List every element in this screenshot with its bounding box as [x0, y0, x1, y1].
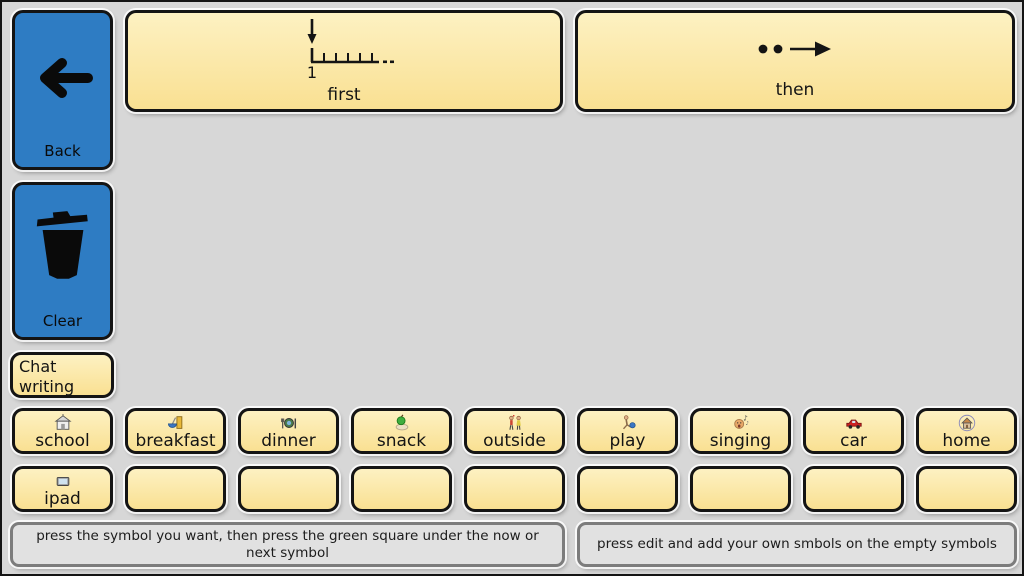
symbol-label: car: [840, 431, 867, 451]
clear-button[interactable]: Clear: [12, 182, 113, 340]
symbol-button-singing[interactable]: ♪ ♪ singing: [690, 408, 791, 454]
empty-symbol-button[interactable]: [916, 466, 1017, 512]
car-icon: [845, 414, 863, 432]
breakfast-icon: [167, 414, 185, 432]
empty-symbol-button[interactable]: [125, 466, 226, 512]
svg-text:1: 1: [307, 63, 317, 79]
first-slot-button[interactable]: 1 first: [125, 10, 563, 112]
symbol-button-car[interactable]: car: [803, 408, 904, 454]
symbol-button-snack[interactable]: snack: [351, 408, 452, 454]
ipad-icon: [54, 472, 72, 490]
first-position-icon: 1: [284, 17, 404, 83]
home-icon: [958, 414, 976, 432]
empty-symbol-button[interactable]: [238, 466, 339, 512]
symbol-label: dinner: [261, 431, 316, 451]
symbol-button-play[interactable]: play: [577, 408, 678, 454]
then-slot-label: then: [775, 80, 815, 100]
back-button[interactable]: Back: [12, 10, 113, 170]
back-button-label: Back: [44, 142, 81, 160]
symbol-label: play: [609, 431, 646, 451]
symbol-button-ipad[interactable]: ipad: [12, 466, 113, 512]
svg-text:♪: ♪: [745, 421, 748, 427]
symbol-button-breakfast[interactable]: breakfast: [125, 408, 226, 454]
empty-symbol-button[interactable]: [351, 466, 452, 512]
symbol-label: outside: [483, 431, 546, 451]
symbol-label: breakfast: [135, 431, 216, 451]
instruction-right: press edit and add your own smbols on th…: [577, 522, 1017, 567]
singing-icon: ♪ ♪: [732, 414, 750, 432]
back-arrow-icon: [32, 56, 94, 104]
symbol-label: singing: [709, 431, 772, 451]
trash-icon: [31, 209, 95, 287]
instruction-right-text: press edit and add your own smbols on th…: [597, 536, 997, 552]
symbol-button-dinner[interactable]: dinner: [238, 408, 339, 454]
outside-icon: [506, 414, 524, 432]
empty-symbol-button[interactable]: [690, 466, 791, 512]
school-icon: [53, 414, 72, 432]
empty-symbol-button[interactable]: [464, 466, 565, 512]
first-slot-label: first: [327, 85, 361, 105]
clear-button-label: Clear: [42, 312, 83, 330]
chat-writing-label: Chat writing: [19, 357, 75, 396]
symbol-label: school: [35, 431, 90, 451]
symbol-label: ipad: [44, 489, 81, 509]
symbol-button-outside[interactable]: outside: [464, 408, 565, 454]
instruction-left-text: press the symbol you want, then press th…: [36, 527, 539, 561]
empty-symbol-button[interactable]: [803, 466, 904, 512]
symbol-button-home[interactable]: home: [916, 408, 1017, 454]
play-icon: [619, 414, 637, 432]
then-arrow-icon: [754, 36, 836, 66]
empty-symbol-button[interactable]: [577, 466, 678, 512]
dinner-icon: [280, 414, 298, 432]
symbol-button-school[interactable]: school: [12, 408, 113, 454]
then-slot-button[interactable]: then: [575, 10, 1015, 112]
symbol-label: home: [942, 431, 991, 451]
chat-writing-button[interactable]: Chat writing: [10, 352, 114, 398]
svg-text:♪: ♪: [743, 414, 748, 422]
snack-icon: [393, 414, 411, 432]
instruction-left: press the symbol you want, then press th…: [10, 522, 565, 567]
symbol-label: snack: [376, 431, 427, 451]
